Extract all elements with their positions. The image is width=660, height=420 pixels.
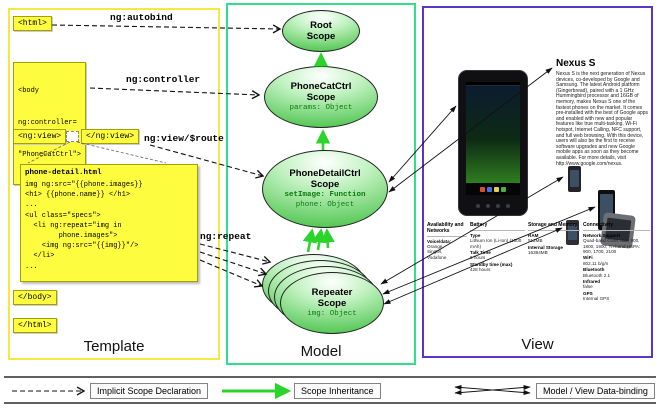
code-line: <h1> {{phone.name}} </h1> xyxy=(25,191,131,200)
code-line: phone.images"> xyxy=(25,232,118,241)
spec-col-storage: Storage and Memory RAM 512MB Internal St… xyxy=(528,222,580,256)
scope-property: img: Object xyxy=(307,310,357,318)
spec-row: 16384MB xyxy=(528,250,548,256)
product-title: Nexus S xyxy=(556,58,596,69)
ng-controller-label: ng:controller xyxy=(126,74,201,85)
ngview-placeholder-box xyxy=(66,131,79,142)
ngview-open-tag: <ng:view> xyxy=(13,129,67,144)
spec-row: 6 hours xyxy=(470,255,486,261)
code-filename: phone-detail.html xyxy=(25,169,102,177)
legend-implicit-scope: Implicit Scope Declaration xyxy=(90,383,209,399)
spec-header: Battery xyxy=(470,222,525,231)
scope-subtitle: Scope xyxy=(310,179,340,190)
ng-view-route-label: ng:view/$route xyxy=(144,133,224,144)
view-panel: View xyxy=(422,6,653,358)
view-panel-label: View xyxy=(521,336,554,353)
ngview-close-tag: </ng:view> xyxy=(81,129,140,144)
spec-row: 428 hours xyxy=(470,267,491,273)
root-scope-ellipse: Root Scope xyxy=(282,10,360,52)
code-line: <li ng:repeat="img in xyxy=(25,221,122,230)
phone-dock-icons xyxy=(466,183,520,195)
legend-databinding: Model / View Data-binding xyxy=(536,383,655,399)
legend-scope-inheritance: Scope Inheritance xyxy=(294,383,381,399)
spec-col-connectivity: Connectivity Network Support Quad-band G… xyxy=(583,222,650,302)
scope-title: PhoneDetailCtrl xyxy=(289,168,361,179)
product-description: Nexus S is the next generation of Nexus … xyxy=(556,71,648,167)
scope-title: PhoneCatCtrl xyxy=(290,81,352,92)
nexus-phone-image xyxy=(458,70,528,216)
spec-col-availability: Availability and Networks Voice/data: Or… xyxy=(427,222,467,260)
html-close-tag: </html> xyxy=(13,318,57,333)
body-tag-line: "PhoneCatCtrl"> xyxy=(18,151,82,160)
ng-autobind-label: ng:autobind xyxy=(110,12,173,23)
spec-row: 802.11 b/g/n xyxy=(583,260,609,266)
phone-buttons xyxy=(459,204,527,208)
scope-subtitle: Scope xyxy=(317,298,347,309)
phone-screen xyxy=(466,82,520,195)
model-panel-label: Model xyxy=(300,343,342,360)
spec-col-battery: Battery Type Lithium Ion (Li-Ion) (1500 … xyxy=(470,222,525,273)
code-line: ... xyxy=(25,201,38,210)
code-line: img ng:src="{{phone.images}} xyxy=(25,181,143,189)
phonedetailctrl-scope-ellipse: PhoneDetailCtrl Scope setImage: Function… xyxy=(262,150,388,228)
scope-property: phone: Object xyxy=(295,201,355,209)
thumbnail-screen xyxy=(570,170,579,187)
html-open-tag: <html> xyxy=(13,16,52,31)
body-close-tag: </body> xyxy=(13,290,57,305)
spec-header: Availability and Networks xyxy=(427,222,467,237)
template-panel-label: Template xyxy=(83,338,145,355)
ng-repeat-label: ng:repeat xyxy=(200,231,252,242)
scope-title: Root xyxy=(310,20,332,31)
scope-subtitle: Scope xyxy=(306,31,336,42)
scope-property: setImage: Function xyxy=(284,191,366,199)
phone-thumbnail xyxy=(568,166,581,192)
spec-header: Storage and Memory xyxy=(528,222,580,231)
body-tag-line: ng:controller= xyxy=(18,119,77,128)
spec-row: false xyxy=(583,284,593,290)
spec-row: Quad-band GSM: 850, 900, 1800, 1900; Tri… xyxy=(583,238,641,255)
phonecatctrl-scope-ellipse: PhoneCatCtrl Scope params: Object xyxy=(264,66,378,128)
phone-detail-code-box: phone-detail.html img ng:src="{{phone.im… xyxy=(20,164,198,282)
code-line: </li> xyxy=(25,252,55,261)
spec-row: 512MB xyxy=(528,238,543,244)
body-tag-line: <body xyxy=(18,87,40,95)
code-line: ... xyxy=(25,262,38,271)
spec-header: Connectivity xyxy=(583,222,650,231)
code-line: <ul class="specs"> xyxy=(25,211,101,220)
phone-wallpaper xyxy=(466,86,520,183)
legend-databinding-arrow-icon xyxy=(454,385,531,395)
spec-row: Internal GPS xyxy=(583,296,610,302)
scope-property: params: Object xyxy=(289,104,353,112)
spec-row: Bluetooth 2.1 xyxy=(583,272,611,278)
code-line: <img ng:src="{{img}}"/> xyxy=(25,242,139,251)
scope-subtitle: Scope xyxy=(306,92,336,103)
scope-title: Repeater xyxy=(311,287,353,298)
spec-row: Network Support xyxy=(583,232,621,238)
spec-row: Lithium Ion (Li-Ion) (1500 mAh) xyxy=(470,238,522,249)
spec-row: Vodafone xyxy=(427,254,447,260)
repeater-scope-ellipse: Repeater Scope img: Object xyxy=(280,272,384,334)
